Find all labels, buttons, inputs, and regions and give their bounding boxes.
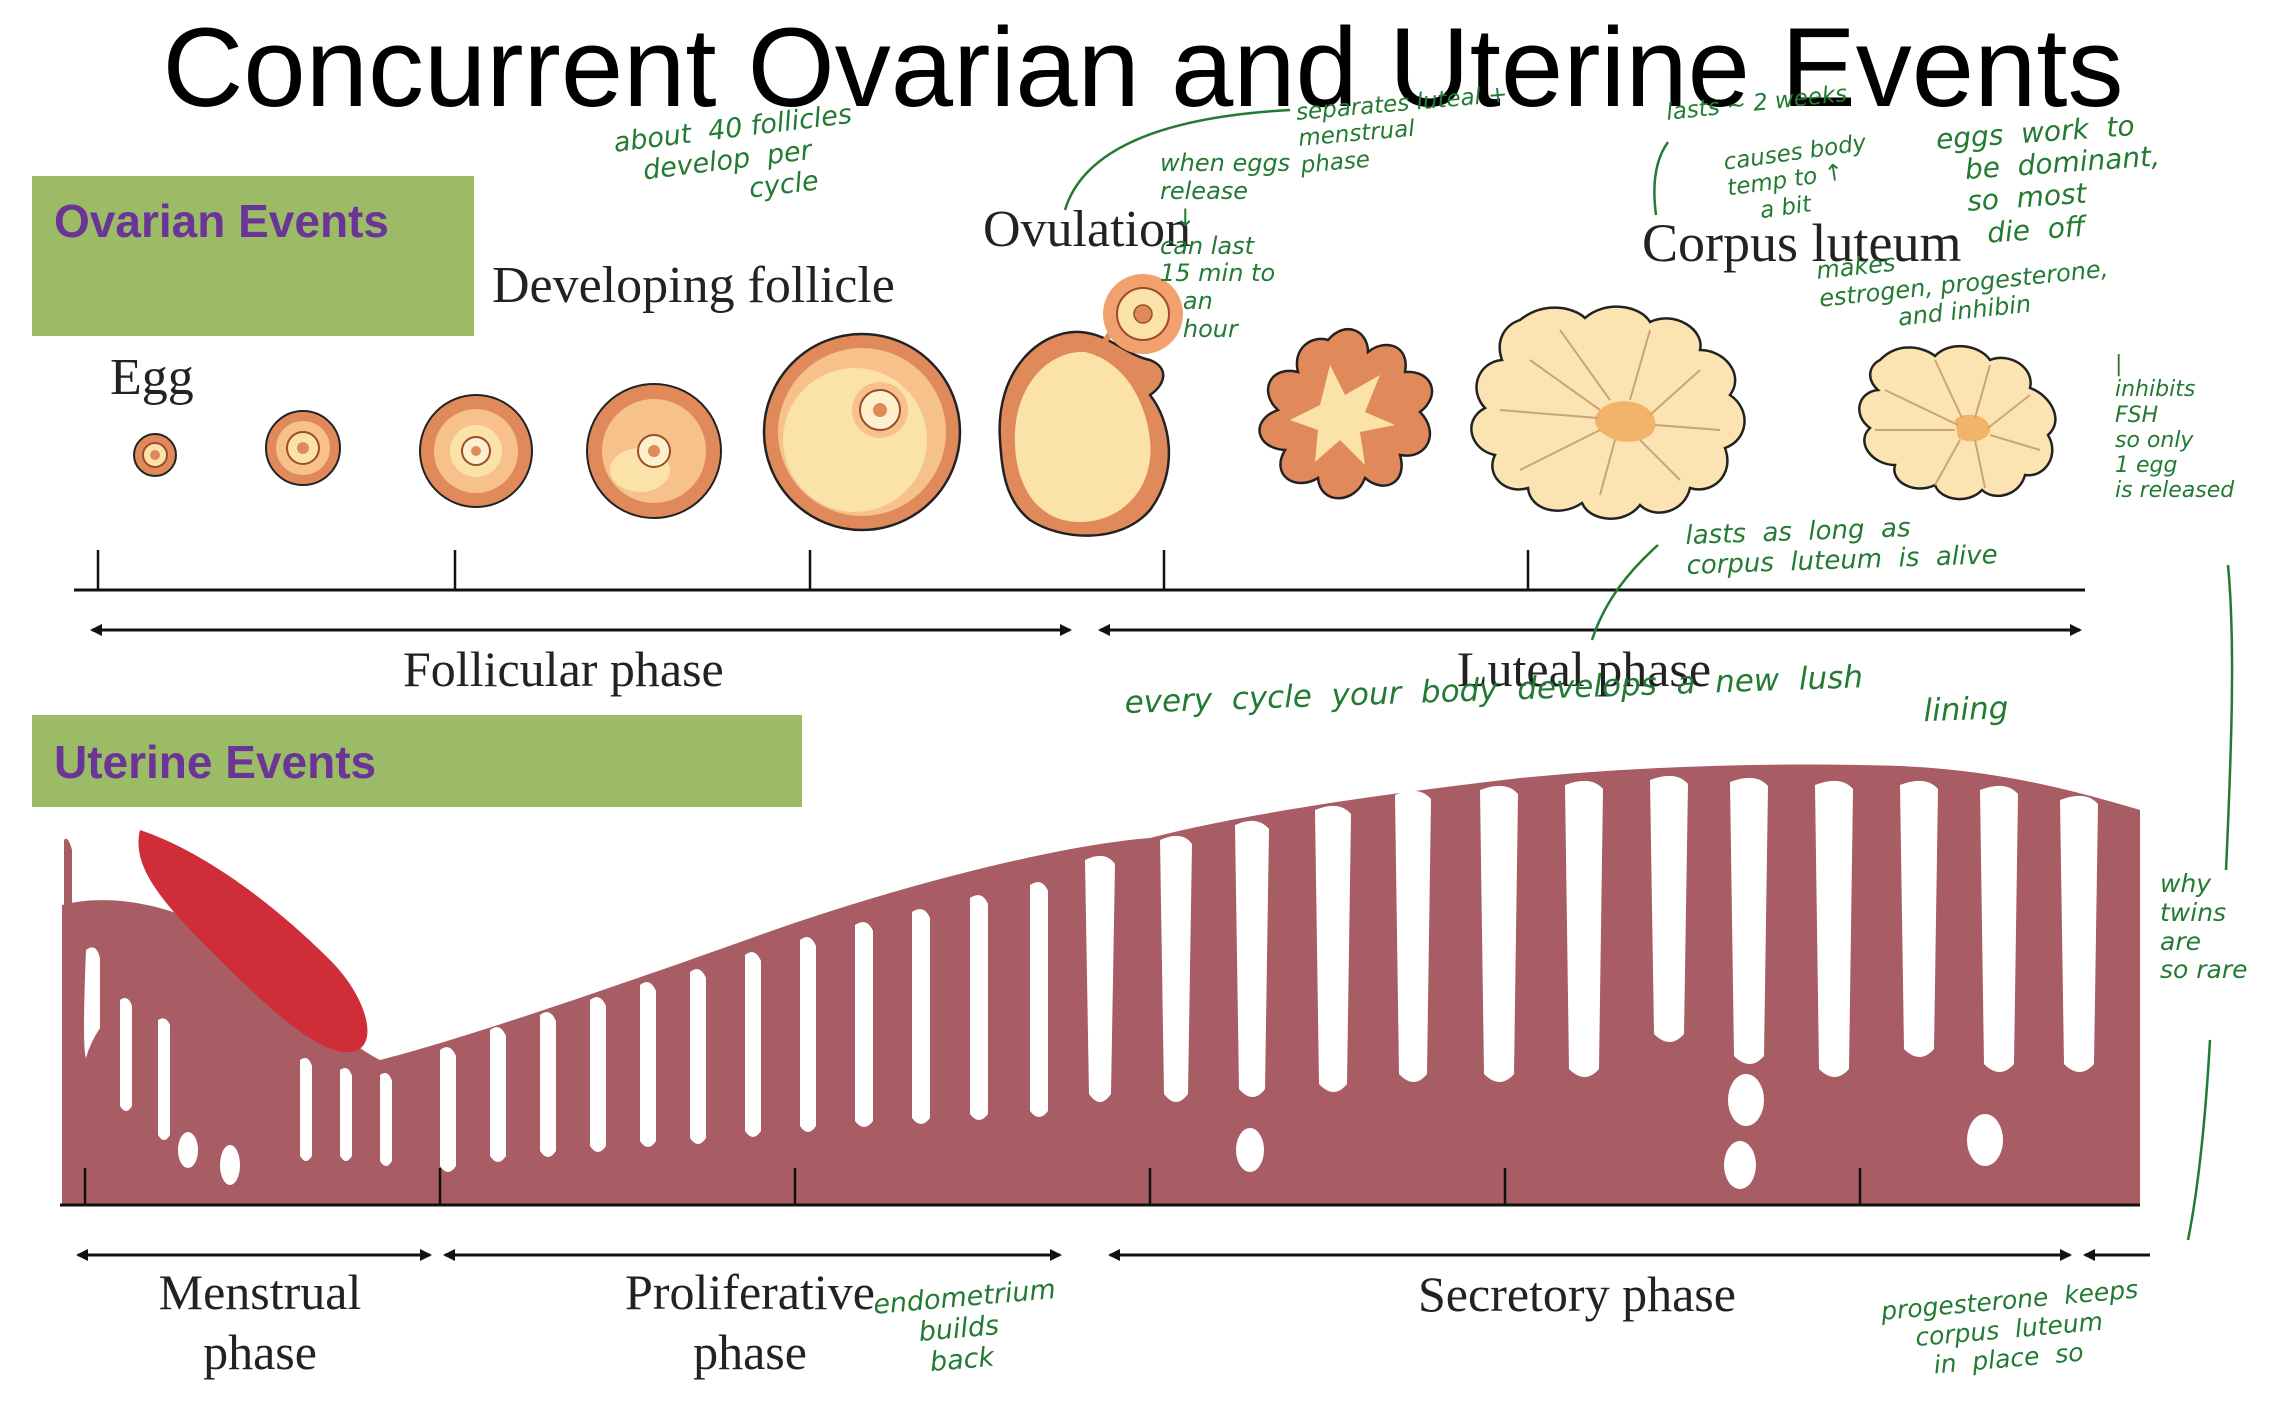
endometrium-illustration bbox=[62, 764, 2140, 1204]
corpus-luteum-large-icon bbox=[1470, 305, 1746, 520]
note-egg-release-duration: when eggs release ↓ can last 15 min to a… bbox=[1160, 149, 1291, 343]
primary-follicle-icon bbox=[265, 410, 341, 486]
uterine-events-label: Uterine Events bbox=[54, 736, 377, 788]
secretory-phase-label: Secretory phase bbox=[1418, 1266, 1736, 1322]
ovulation-follicle-icon bbox=[998, 274, 1183, 537]
note-endometrium-rebuilds: endometrium builds back bbox=[872, 1274, 1057, 1383]
annotation-lines bbox=[1063, 108, 2234, 1241]
uterine-events-box: Uterine Events bbox=[32, 715, 802, 807]
secondary-follicle-icon bbox=[419, 394, 533, 508]
egg-icon bbox=[133, 433, 177, 477]
ovulation-label: Ovulation bbox=[983, 201, 1191, 258]
note-luteal-duration: lasts as long as corpus luteum is alive bbox=[1684, 513, 1999, 581]
note-twins-rare: why twins are so rare bbox=[2160, 869, 2248, 985]
menstrual-blood-shape bbox=[138, 830, 368, 1053]
luteal-phase-label: Luteal phase bbox=[1457, 641, 1712, 697]
ovarian-events-label: Ovarian Events bbox=[54, 195, 389, 247]
corpus-luteum-label: Corpus luteum bbox=[1642, 213, 1962, 273]
follicular-phase-label: Follicular phase bbox=[403, 641, 724, 697]
corpus-luteum-small-icon bbox=[1858, 344, 2057, 501]
ovarian-axis-ticks bbox=[96, 550, 1530, 590]
antral-follicle-icon bbox=[586, 383, 722, 519]
egg-label: Egg bbox=[110, 349, 194, 406]
ruptured-follicle-icon bbox=[1258, 328, 1434, 500]
ovarian-events-box: Ovarian Events bbox=[32, 176, 474, 336]
note-inhibin-effect: | inhibits FSH so only 1 egg is released bbox=[2115, 352, 2235, 504]
note-dominant-egg: eggs work to be dominant, so most die of… bbox=[1934, 109, 2161, 253]
mature-follicle-icon bbox=[762, 332, 962, 532]
page-title: Concurrent Ovarian and Uterine Events bbox=[162, 5, 2124, 130]
developing-follicle-label: Developing follicle bbox=[492, 257, 895, 314]
uterine-axis-ticks bbox=[83, 1168, 1862, 1205]
